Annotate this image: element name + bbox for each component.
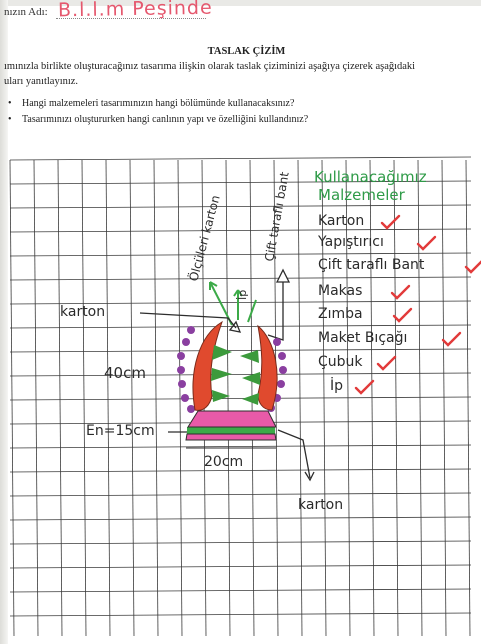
material-item: Karton (318, 213, 364, 229)
label-arrow-mid: İp (236, 290, 249, 300)
arrow-head-up (277, 270, 289, 282)
material-item: Çubuk (318, 354, 363, 370)
grid-line-horizontal (10, 565, 471, 568)
grid-line-horizontal (10, 253, 471, 256)
grid-line-horizontal (10, 373, 471, 376)
check-mark-icon (394, 309, 411, 321)
grid-line-horizontal (10, 277, 471, 280)
grid-line-vertical (34, 160, 38, 636)
check-mark-icon (418, 237, 435, 249)
label-karton-left: karton (60, 304, 105, 320)
material-item: İp (330, 378, 343, 394)
grid-line-horizontal (10, 325, 471, 328)
green-arrows (210, 282, 256, 325)
grid-paper (10, 157, 471, 636)
materials-heading-line-2: Malzemeler (318, 186, 406, 204)
label-karton-bottom: karton (298, 497, 343, 513)
red-leaf-right (258, 326, 277, 410)
label-width: 20cm (204, 454, 243, 470)
grid-line-horizontal (10, 349, 471, 352)
grid-line-vertical (226, 160, 230, 636)
material-item: Maket Bıçağı (318, 330, 407, 346)
pointer-karton-bottom (278, 430, 310, 478)
check-mark-icon (466, 260, 481, 272)
materials-heading-line-1: Kullanacağımız (314, 168, 427, 186)
label-base-width: En=15cm (86, 423, 155, 439)
check-mark-icon (392, 286, 409, 298)
grid-line-vertical (442, 160, 446, 636)
grid-line-horizontal (10, 205, 471, 208)
grid-line-horizontal (10, 397, 471, 400)
flytrap-sketch (177, 322, 287, 448)
label-height: 40cm (104, 364, 146, 382)
material-item: Yapıştırıcı (318, 234, 384, 250)
grid-line-horizontal (10, 517, 471, 520)
grid-line-horizontal (10, 613, 471, 616)
material-item: Çift taraflı Bant (318, 257, 424, 273)
green-spikes (211, 345, 260, 405)
material-item: Makas (318, 283, 362, 299)
pink-base-bottom (186, 434, 276, 440)
check-mark-icon (443, 333, 460, 345)
check-mark-icon (382, 216, 399, 228)
grid-line-horizontal (10, 589, 471, 592)
pointer-karton-left (140, 313, 236, 328)
grid-line-vertical (394, 160, 398, 636)
label-vertical-right: Çift taraflı bant (262, 171, 292, 263)
check-mark-icon (378, 357, 395, 369)
grid-line-vertical (418, 160, 422, 636)
check-mark-icon (356, 381, 373, 393)
grid-line-horizontal (10, 541, 471, 544)
pink-base-top (188, 411, 276, 427)
grid-line-vertical (10, 160, 14, 636)
grid-line-horizontal (10, 229, 471, 232)
grid-line-horizontal (10, 493, 471, 496)
grid-line-horizontal (10, 157, 471, 160)
grid-line-vertical (466, 160, 470, 636)
material-item: Zımba (318, 306, 363, 322)
green-strip (187, 427, 275, 434)
